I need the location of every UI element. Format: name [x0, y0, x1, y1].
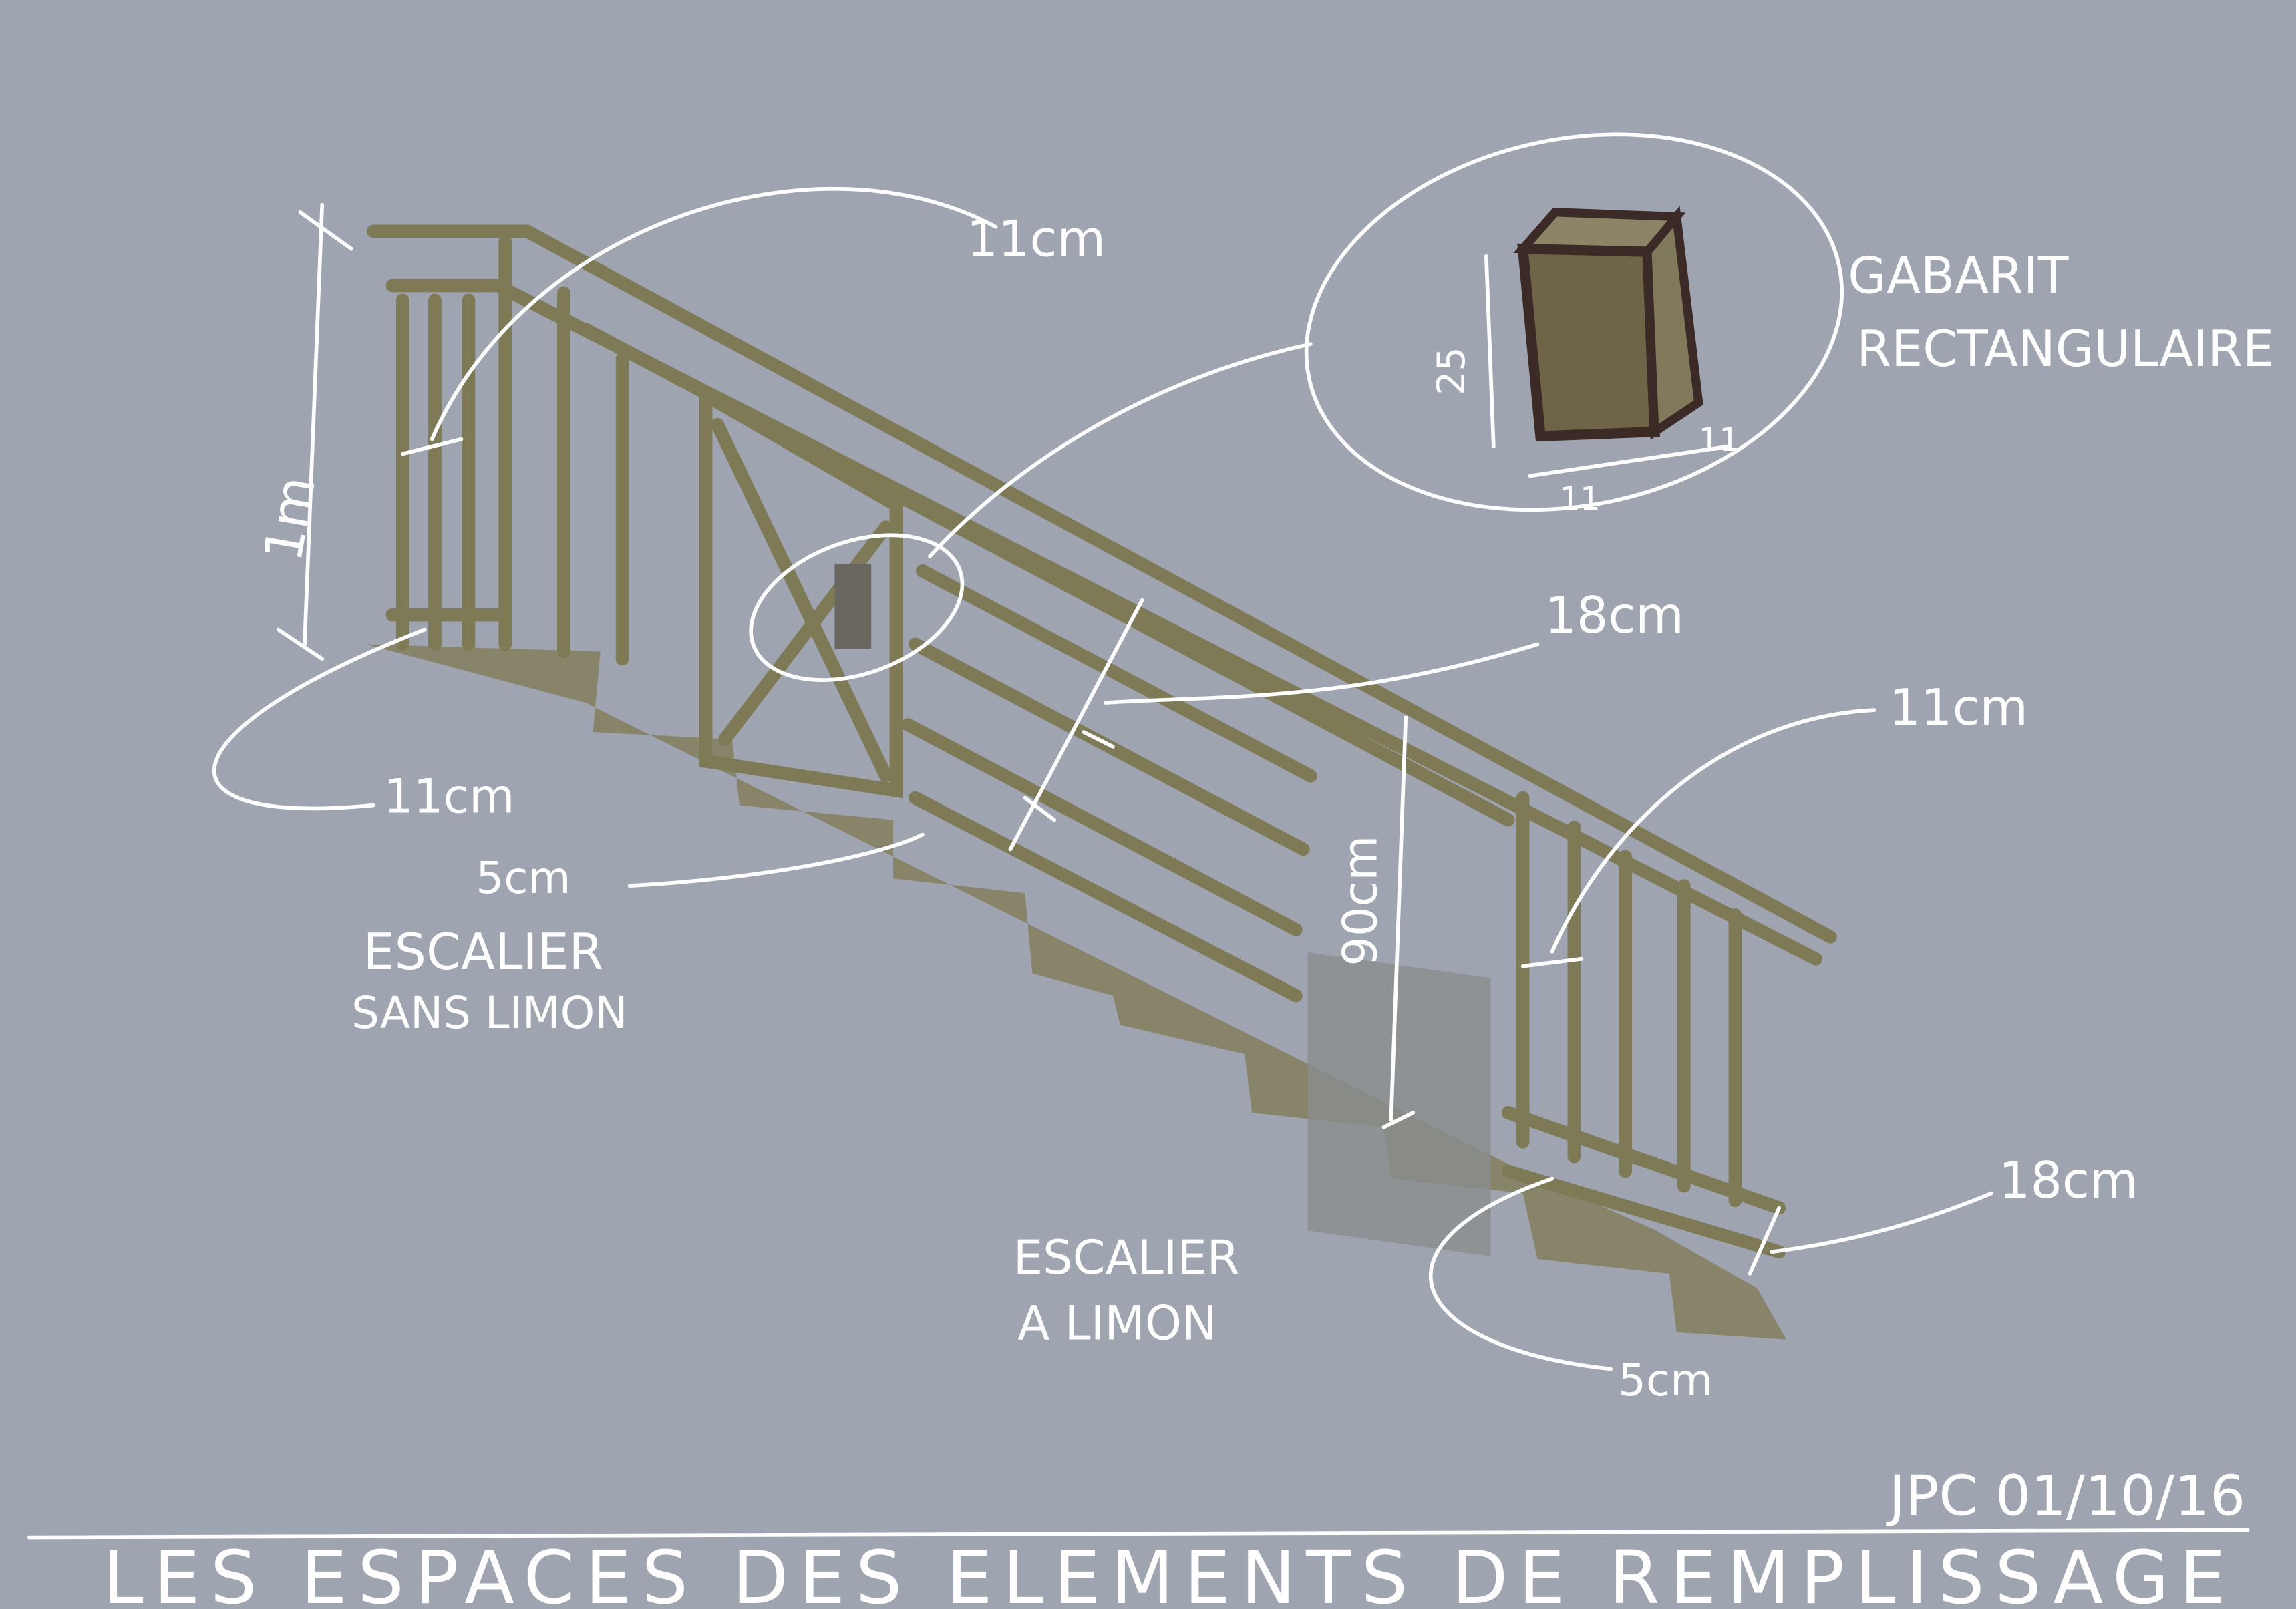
filler-panel — [1307, 952, 1491, 1256]
height-dim-1m: 1m — [252, 472, 327, 566]
template-depth-dim: 11 — [1699, 421, 1740, 459]
stair-left-label-line1: ESCALIER — [363, 923, 604, 981]
stringer-gap-left: 5cm — [476, 852, 570, 904]
baluster-gap-right: 11cm — [1889, 679, 2028, 737]
sheet-title: LES ESPACES DES ELEMENTS DE REMPLISSAGE — [102, 1535, 2225, 1609]
template-label-line1: GABARIT — [1848, 246, 2069, 305]
stair-left-label-line2: SANS LIMON — [351, 987, 627, 1039]
template-box — [1513, 206, 1703, 442]
stair-structure — [367, 224, 1837, 1259]
template-label-line2: RECTANGULAIRE — [1856, 320, 2274, 378]
annotations — [27, 132, 2250, 1540]
bottom-gap-left: 11cm — [383, 769, 514, 824]
stair-right-label-line1: ESCALIER — [1013, 1230, 1240, 1285]
template-width-dim: 11 — [1559, 480, 1600, 518]
signature-date: JPC 01/10/16 — [1886, 1464, 2245, 1529]
rail-gap-18cm: 18cm — [1545, 586, 1684, 645]
panel-dim-90cm: 90cm — [1333, 836, 1387, 966]
stair-right-label-line2: A LIMON — [1017, 1296, 1216, 1351]
template-block-small — [834, 563, 872, 649]
bottom-rail-gap-right: 18cm — [1999, 1151, 2138, 1210]
template-height-dim: 25 — [1430, 347, 1474, 395]
stringer-gap-right: 5cm — [1618, 1355, 1713, 1406]
baluster-gap-top: 11cm — [967, 210, 1106, 269]
